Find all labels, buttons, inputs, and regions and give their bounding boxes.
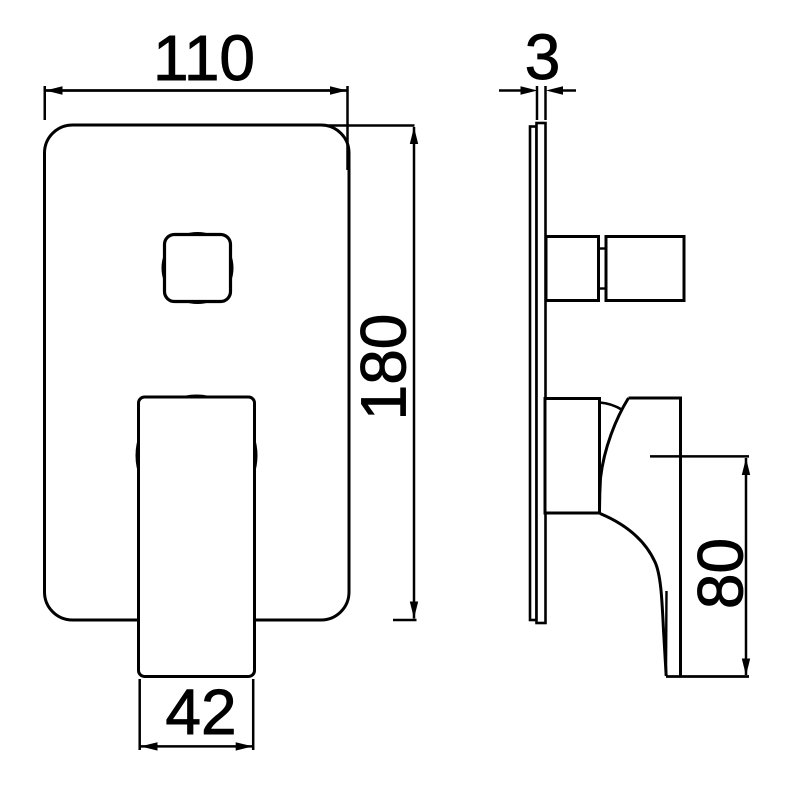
- svg-text:3: 3: [525, 21, 561, 93]
- svg-text:180: 180: [348, 314, 420, 421]
- svg-text:42: 42: [165, 676, 236, 748]
- svg-text:80: 80: [685, 538, 757, 609]
- svg-text:110: 110: [153, 22, 255, 94]
